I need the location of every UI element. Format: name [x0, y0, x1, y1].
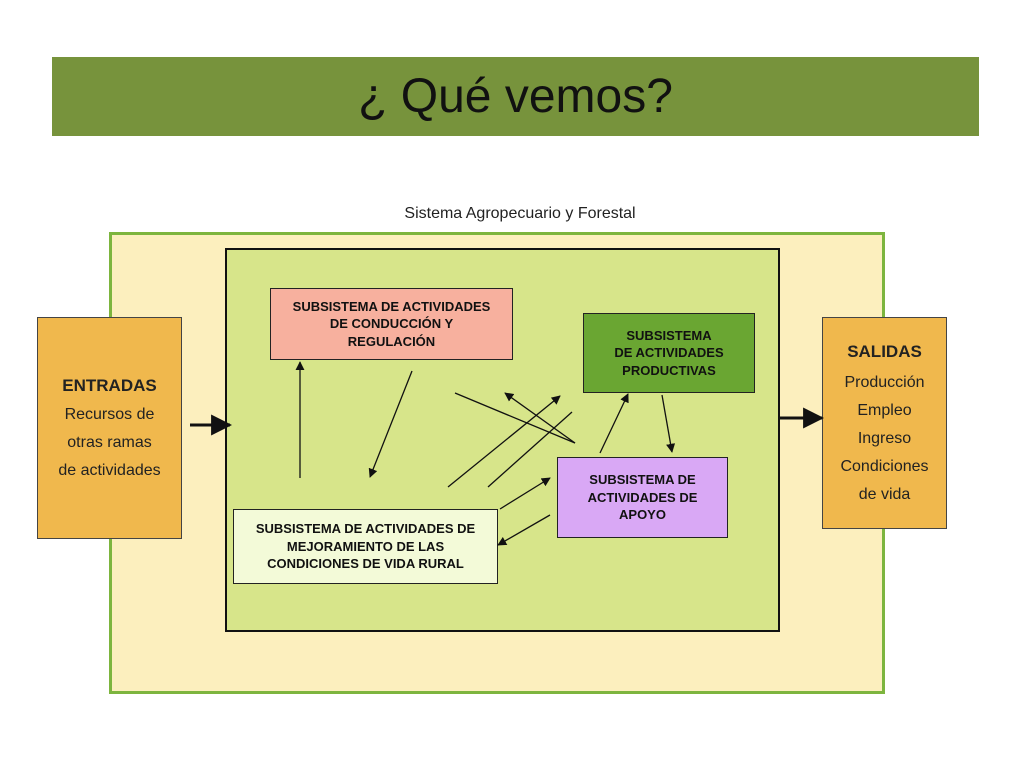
subsystem-conduccion-line: DE CONDUCCIÓN Y: [329, 316, 454, 332]
subsystem-conduccion-line: SUBSISTEMA DE ACTIVIDADES: [292, 298, 491, 314]
entradas-box: ENTRADAS Recursos de otras ramas de acti…: [37, 317, 182, 539]
entradas-heading: ENTRADAS: [62, 376, 157, 396]
subsystem-productivas-line: PRODUCTIVAS: [622, 362, 716, 378]
salidas-line: Ingreso: [857, 429, 912, 447]
entradas-line: otras ramas: [67, 433, 152, 451]
title-bar: ¿ Qué vemos?: [52, 57, 979, 136]
subsystem-productivas-box: SUBSISTEMA DE ACTIVIDADES PRODUCTIVAS: [583, 313, 755, 393]
salidas-heading: SALIDAS: [847, 342, 922, 362]
subsystem-conduccion-line: REGULACIÓN: [347, 333, 436, 349]
subsystem-conduccion-box: SUBSISTEMA DE ACTIVIDADES DE CONDUCCIÓN …: [270, 288, 513, 360]
subsystem-mejoramiento-line: MEJORAMIENTO DE LAS: [286, 538, 445, 554]
salidas-line: Empleo: [857, 401, 912, 419]
subsystem-mejoramiento-box: SUBSISTEMA DE ACTIVIDADES DE MEJORAMIENT…: [233, 509, 498, 584]
entradas-line: Recursos de: [64, 405, 155, 423]
subsystem-apoyo-box: SUBSISTEMA DE ACTIVIDADES DE APOYO: [557, 457, 728, 538]
salidas-line: Condiciones: [840, 457, 929, 475]
subsystem-productivas-line: SUBSISTEMA: [626, 327, 712, 343]
subsystem-apoyo-line: SUBSISTEMA DE: [589, 472, 696, 488]
system-label: Sistema Agropecuario y Forestal: [404, 205, 636, 222]
subsystem-mejoramiento-line: SUBSISTEMA DE ACTIVIDADES DE: [255, 521, 476, 537]
salidas-line: Producción: [844, 373, 925, 391]
salidas-line: de vida: [858, 485, 911, 503]
subsystem-apoyo-line: APOYO: [619, 507, 666, 523]
salidas-box: SALIDAS Producción Empleo Ingreso Condic…: [822, 317, 947, 529]
subsystem-apoyo-line: ACTIVIDADES DE: [587, 489, 698, 505]
entradas-line: de actividades: [58, 461, 161, 479]
page-title: ¿ Qué vemos?: [358, 70, 673, 123]
subsystem-mejoramiento-line: CONDICIONES DE VIDA RURAL: [267, 556, 464, 572]
subsystem-productivas-line: DE ACTIVIDADES: [614, 345, 724, 361]
